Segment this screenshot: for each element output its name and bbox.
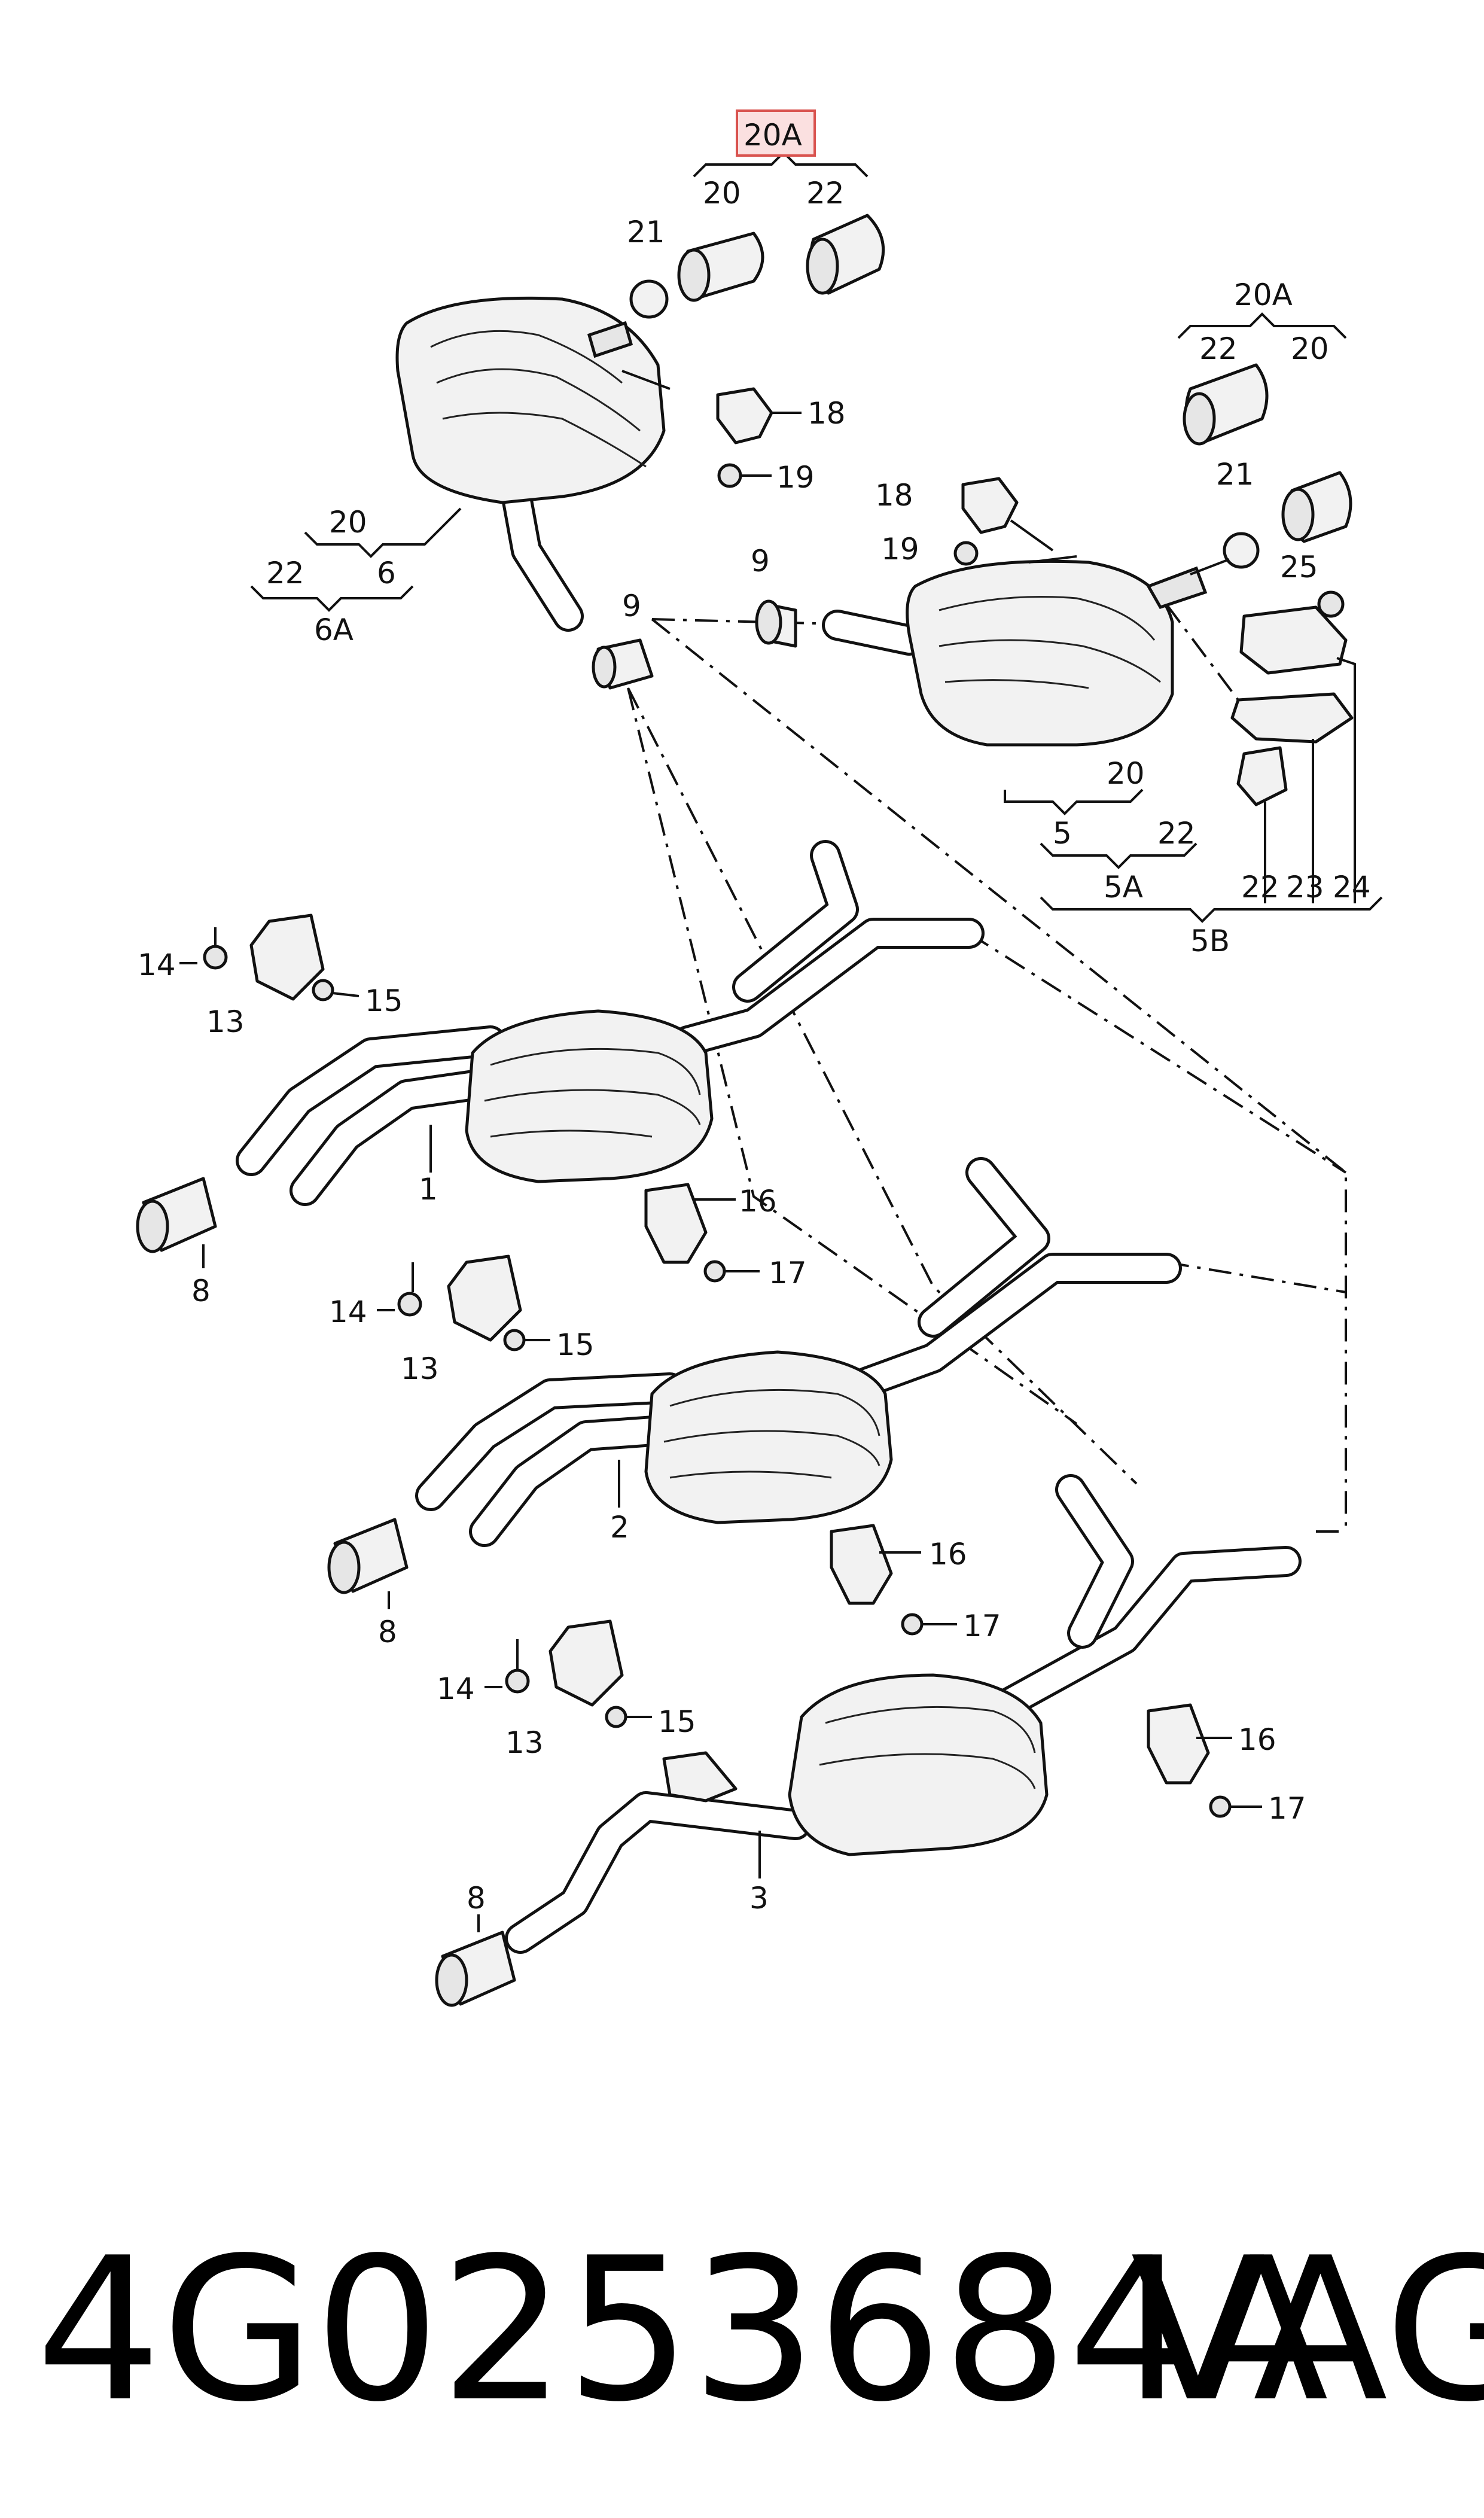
label-9-left: 9 [622, 589, 641, 623]
braces [250, 151, 1383, 923]
center-silencer-1 [136, 840, 985, 1268]
label-18-left: 18 [807, 396, 846, 431]
label-3: 3 [749, 1881, 769, 1916]
label-5: 5 [1053, 816, 1072, 851]
hanger-16-1 [644, 1183, 760, 1283]
hanger-13-3 [484, 1619, 652, 1728]
hanger-13-1 [179, 914, 359, 1001]
label-14-3: 14 [437, 1671, 475, 1706]
center-silencer-3 [435, 1474, 1302, 2007]
rear-silencer-left [395, 296, 671, 632]
clamp-9-left [592, 638, 654, 690]
label-15-2: 15 [556, 1327, 595, 1362]
rear-silencer-right [755, 555, 1208, 747]
label-2: 2 [610, 1510, 629, 1545]
hanger-16-2 [830, 1524, 957, 1636]
label-5A: 5A [1104, 870, 1143, 905]
label-20-mid: 20 [1107, 756, 1145, 791]
label-9-mid: 9 [751, 544, 770, 578]
label-6A: 6A [314, 613, 354, 647]
label-5B: 5B [1190, 924, 1230, 958]
label-13-3: 13 [505, 1725, 544, 1760]
label-1: 1 [419, 1172, 438, 1207]
label-22-top: 22 [806, 176, 845, 211]
label-21-right: 21 [1216, 457, 1254, 492]
tailpipe-tips-top [629, 214, 885, 319]
label-22-mid: 22 [1157, 816, 1196, 851]
label-22-b: 22 [1241, 870, 1279, 905]
label-20-right: 20 [1291, 331, 1329, 366]
label-16-2: 16 [929, 1537, 967, 1572]
label-22-right: 22 [1199, 331, 1238, 366]
label-20-top: 20 [703, 176, 741, 211]
label-19-left: 19 [776, 460, 815, 495]
hanger-16-3 [1147, 1703, 1262, 1818]
label-16-3: 16 [1238, 1722, 1276, 1757]
label-14-2: 14 [329, 1295, 367, 1329]
label-13-2: 13 [401, 1351, 439, 1386]
label-22-left: 22 [266, 556, 304, 590]
label-15-3: 15 [658, 1704, 696, 1739]
label-21-top: 21 [627, 215, 665, 249]
highlight-20A [736, 109, 816, 157]
label-17-3: 17 [1268, 1791, 1306, 1826]
label-18-right: 18 [875, 478, 913, 513]
bracket-18-left [716, 387, 802, 488]
label-25: 25 [1280, 550, 1318, 584]
label-14-1: 14 [138, 948, 176, 982]
part-number: 4G0253684A [36, 2215, 1329, 2445]
label-8-2: 8 [378, 1615, 397, 1649]
exhaust-system-diagram: 20A 20 22 21 18 19 20 6 22 6A 9 9 20A 22… [136, 109, 1383, 2007]
label-24: 24 [1333, 870, 1371, 905]
label-17-2: 17 [963, 1609, 1001, 1643]
label-15-1: 15 [365, 984, 403, 1018]
label-8-1: 8 [191, 1274, 211, 1308]
label-20A-right: 20A [1234, 278, 1293, 312]
center-silencer-2 [327, 1157, 1182, 1609]
bracket-18-right [953, 477, 1054, 566]
label-23: 23 [1286, 870, 1324, 905]
hanger-13-2 [377, 1255, 550, 1351]
label-20A-top: 20A [743, 118, 802, 153]
label-6: 6 [377, 556, 396, 590]
brand-name: VAG [1130, 2215, 1484, 2445]
callout-labels: 20A 20 22 21 18 19 20 6 22 6A 9 9 20A 22… [138, 118, 1371, 1916]
tailpipe-tips-right [1183, 363, 1352, 576]
label-17-1: 17 [769, 1256, 807, 1290]
label-8-3: 8 [467, 1881, 486, 1916]
flap-actuator-assembly [1230, 590, 1356, 903]
label-16-1: 16 [739, 1184, 777, 1219]
label-19-right: 19 [881, 532, 919, 567]
label-13-1: 13 [206, 1004, 245, 1039]
label-20-left: 20 [329, 505, 367, 540]
